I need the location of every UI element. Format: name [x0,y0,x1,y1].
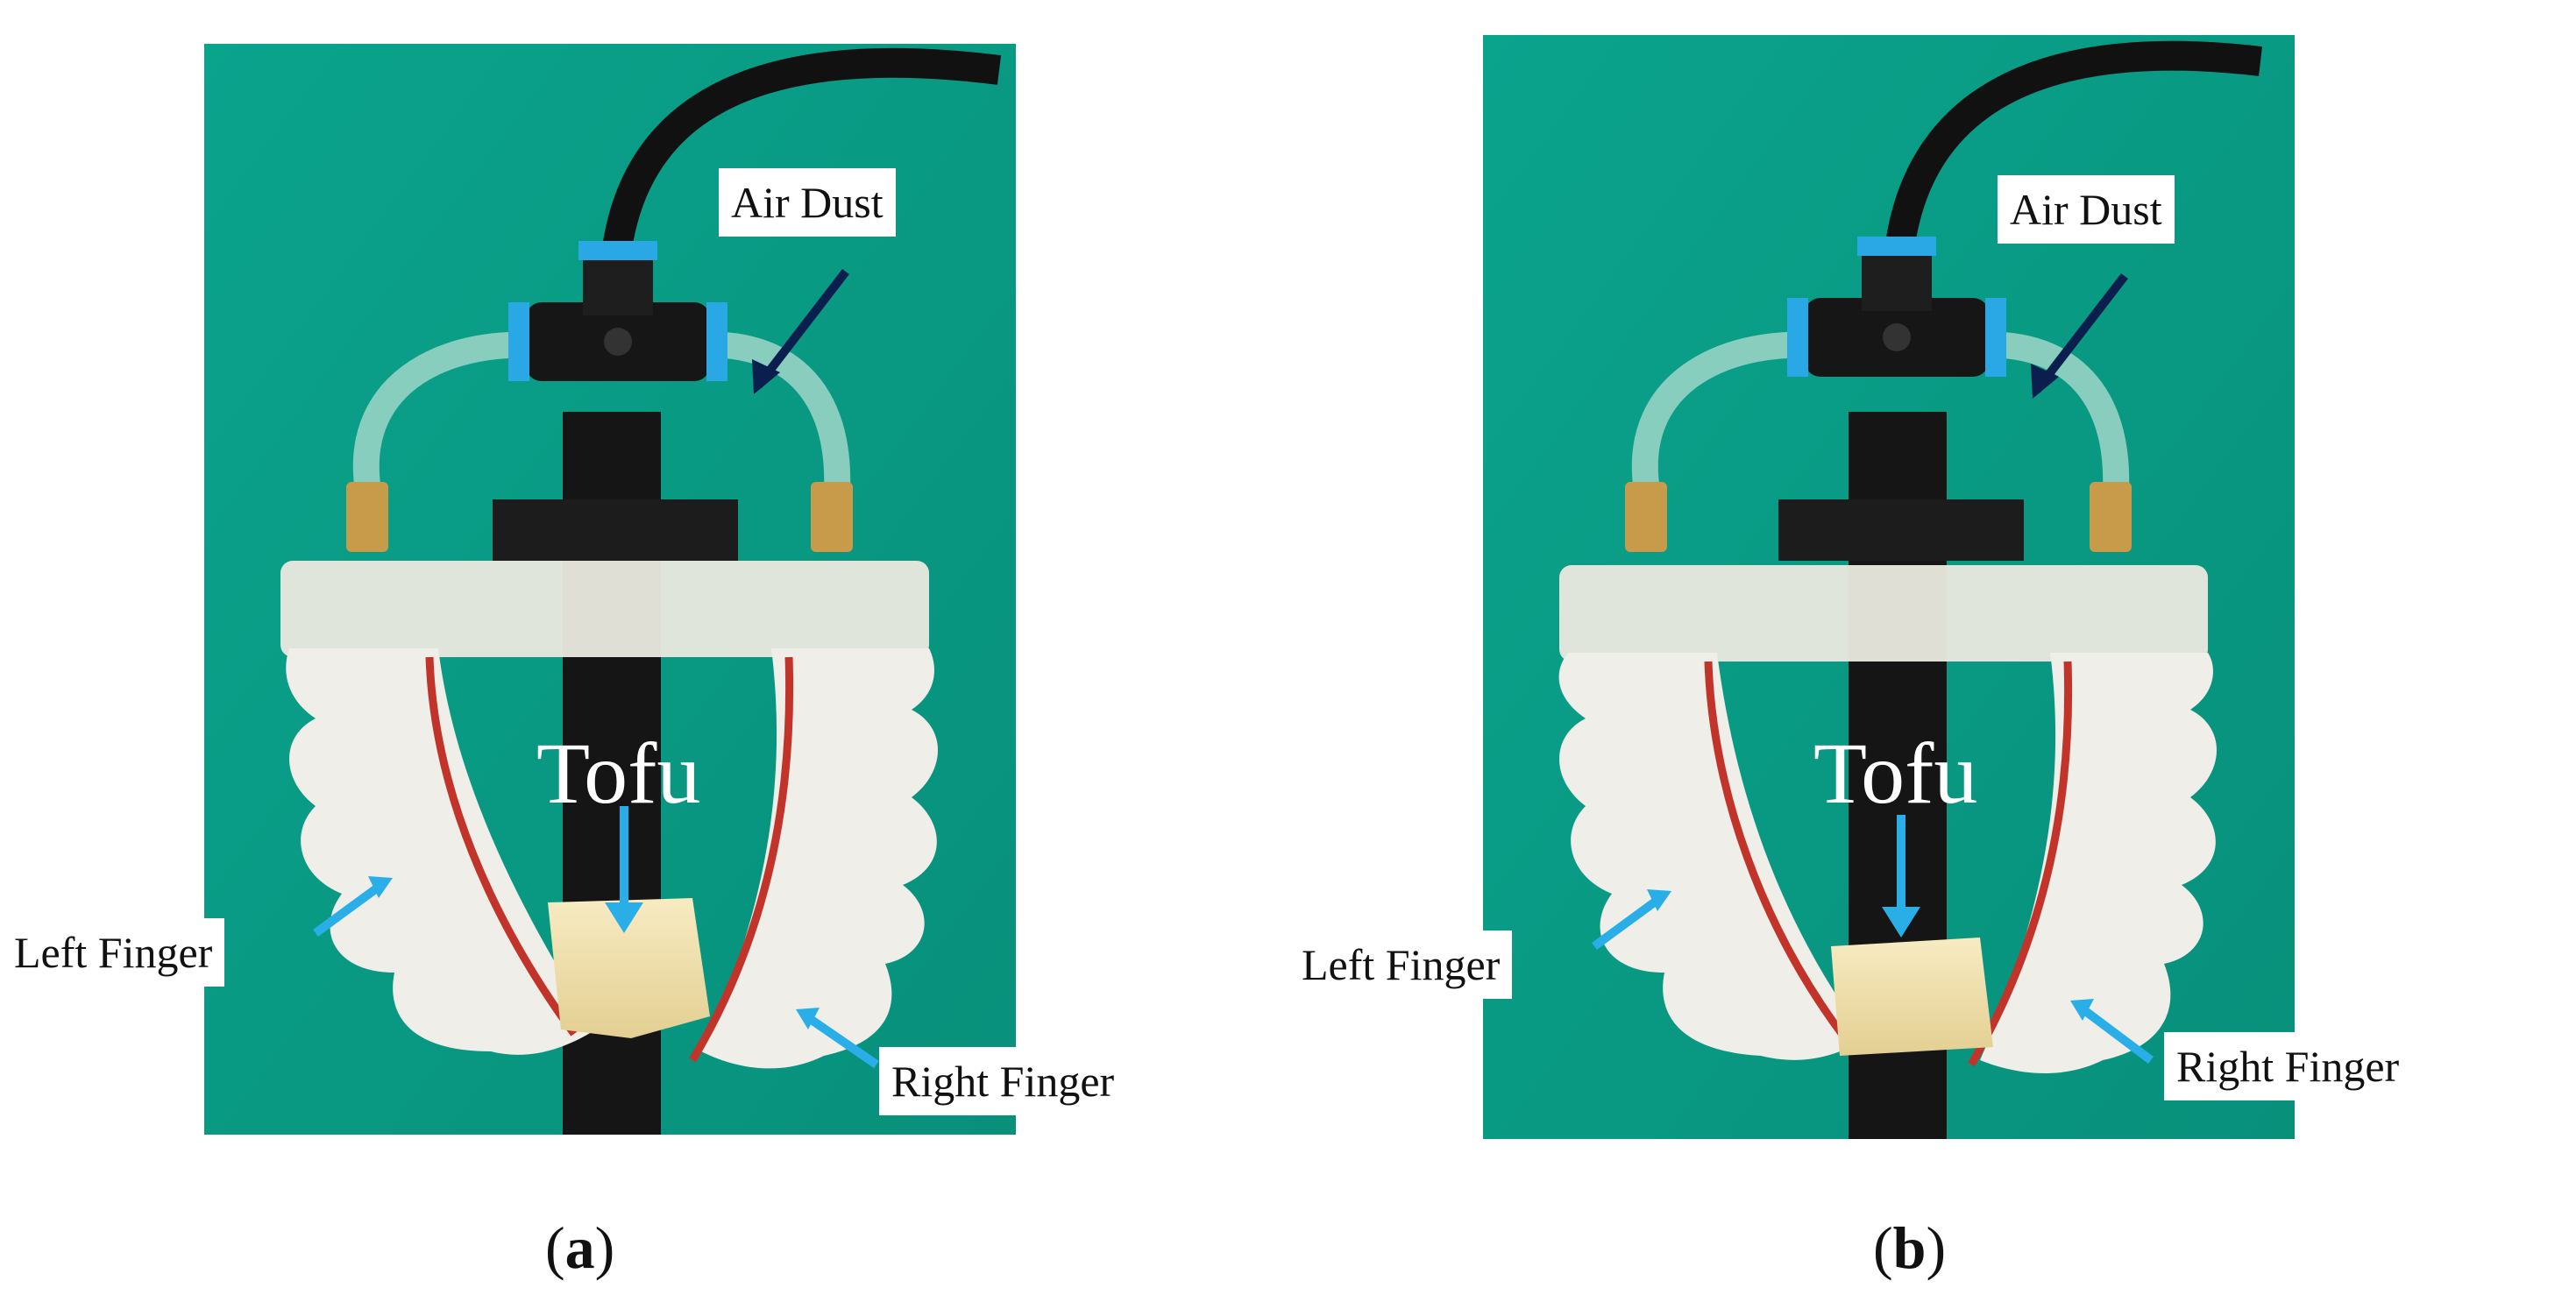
gripper-photo-b [1483,35,2295,1139]
top-plate [280,561,929,657]
caption-a: (a) [545,1214,615,1281]
right-brass-fitting [811,482,853,552]
air-dust-arrow [2033,272,2128,393]
panel-b: Air Dust Tofu Left Finger Right Finger (… [1288,0,2575,1316]
air-tube [1882,40,2262,294]
right-brass-fitting [2090,482,2132,552]
gripper-photo-a [204,44,1016,1135]
caption-b: (b) [1873,1214,1947,1281]
left-red-line [425,656,578,1037]
air-dust-label: Air Dust [719,168,896,237]
right-red-line [1968,661,2073,1067]
right-finger-label: Right Finger [879,1047,1127,1115]
left-finger-label: Left Finger [2,918,225,987]
right-finger [1980,653,2217,1073]
air-dust-arrow [755,268,849,389]
left-clear-tube [1631,331,1824,493]
left-finger-arrow [313,881,384,937]
air-dust-label: Air Dust [1998,175,2175,244]
tofu-label: Tofu [536,725,701,822]
tofu-block [1831,937,1993,1056]
left-red-line [1704,661,1852,1045]
tofu-label: Tofu [1813,725,1978,822]
left-brass-fitting [346,482,388,552]
left-finger-label: Left Finger [1289,930,1513,999]
air-tube [599,47,1002,299]
right-finger-arrow [804,1012,879,1069]
panel-a: Air Dust Tofu Left Finger Right Finger (… [2,44,1127,1281]
rod-mount [1778,499,2024,561]
left-finger-arrow [1592,894,1663,951]
rod-mount [493,499,738,561]
top-plate [1559,565,2208,662]
tofu-block [548,898,710,1038]
right-red-line [689,656,794,1063]
right-finger-arrow [2078,1004,2154,1064]
left-brass-fitting [1625,482,1667,552]
right-finger [701,648,938,1069]
right-finger-label: Right Finger [2164,1032,2412,1100]
left-clear-tube [352,331,545,493]
